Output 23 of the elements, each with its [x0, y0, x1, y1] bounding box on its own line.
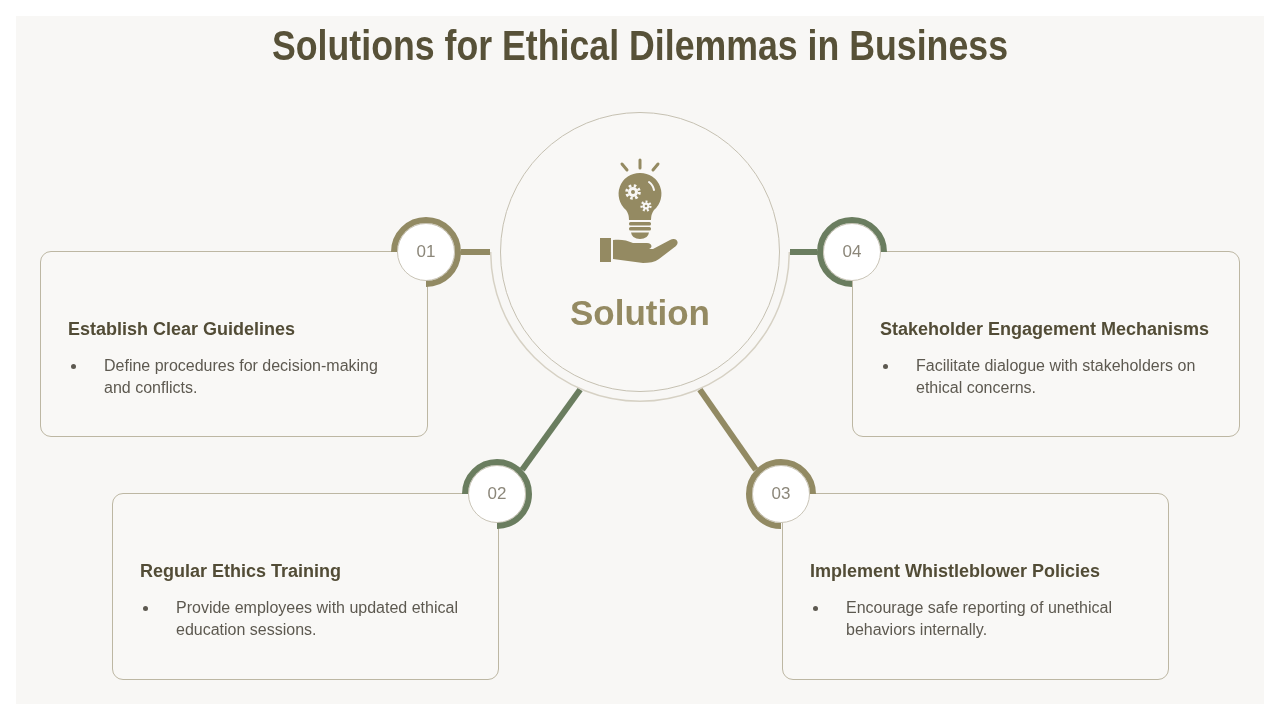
card-heading: Establish Clear Guidelines	[68, 318, 296, 341]
connector-line	[461, 249, 490, 255]
number-circle	[817, 217, 887, 287]
step-number: 01	[416, 242, 436, 262]
hub-label: Solution	[570, 293, 710, 333]
step-number: 04	[842, 242, 862, 262]
hub-circle	[490, 112, 790, 402]
card-heading: Implement Whistleblower Policies	[810, 560, 1101, 583]
card-description: Facilitate dialogue with stakeholders on ethical concerns.	[916, 356, 1197, 398]
card-heading: Stakeholder Engagement Mechanisms	[880, 318, 1210, 341]
number-circle	[391, 217, 461, 287]
diagram-title: Solutions for Ethical Dilemmas in Business	[272, 21, 1008, 71]
card-description: Provide employees with updated ethical education sessions.	[176, 598, 459, 640]
card-heading: Regular Ethics Training	[140, 560, 342, 583]
connector-line	[790, 249, 817, 255]
connector-line	[697, 387, 759, 472]
number-circle	[746, 459, 816, 529]
card-description: Define procedures for decision-making and conflicts.	[104, 356, 379, 398]
number-circle	[462, 459, 532, 529]
step-number: 03	[771, 484, 791, 504]
connector-line	[519, 387, 583, 472]
step-number: 02	[487, 484, 507, 504]
card-description: Encourage safe reporting of unethical behaviors internally.	[846, 598, 1113, 640]
